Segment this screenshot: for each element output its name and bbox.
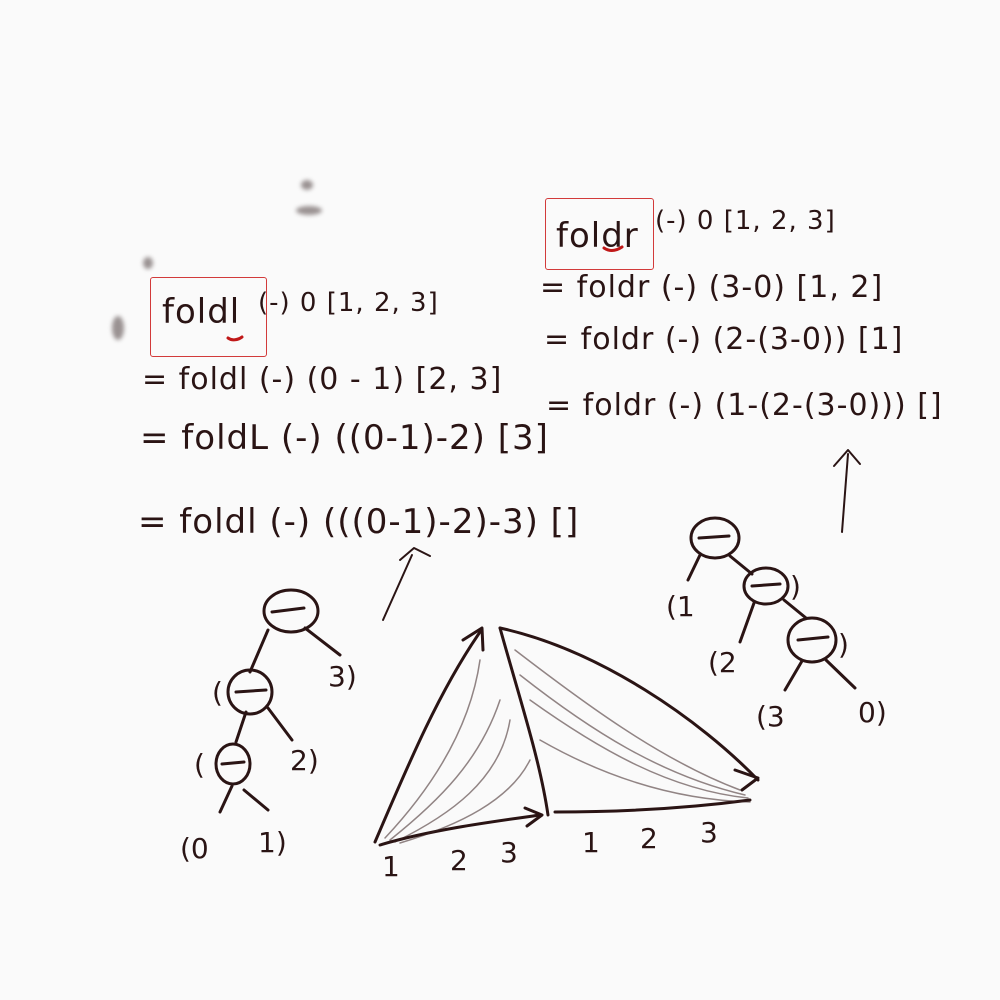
ink-smudge	[112, 316, 124, 340]
foldr-tree-leaf-minus	[796, 635, 830, 642]
foldl-arrow-shaft	[382, 554, 413, 621]
foldl-tree-edge	[218, 784, 234, 814]
foldr-tree-label-1: (1	[666, 590, 695, 623]
foldr-header-args: (-) 0 [1, 2, 3]	[655, 206, 836, 236]
sequence-right-2: 2	[640, 822, 658, 855]
foldl-tree-root-node	[262, 588, 320, 634]
sequence-left-3: 3	[500, 836, 518, 869]
foldr-tree-edge	[824, 658, 857, 690]
foldr-tree-edge	[783, 659, 804, 692]
foldl-tree-mid-minus	[234, 688, 268, 694]
foldl-tree-leaf-node	[214, 742, 252, 786]
foldl-tree-edge	[248, 628, 270, 674]
foldr-arrow-shaft	[841, 453, 849, 533]
fold-divider	[498, 626, 550, 817]
left-fold-arrow-line	[373, 630, 482, 844]
foldr-tree-label-0: 0)	[858, 696, 887, 729]
foldr-tree-mid-minus	[750, 582, 782, 588]
foldr-step-3: = foldr (-) (1-(2-(3-0))) []	[546, 388, 943, 423]
foldl-tree-label-2: 2)	[290, 744, 319, 777]
foldl-tree	[214, 547, 431, 814]
foldl-keyword: foldl	[162, 292, 241, 332]
foldl-tree-label-3: 3)	[328, 660, 357, 693]
foldr-step-2: = foldr (-) (2-(3-0)) [1]	[544, 322, 904, 357]
foldr-tree-close-paren: )	[790, 570, 801, 603]
foldr-tree-edge	[686, 553, 702, 582]
right-fold-arrow-head	[733, 768, 760, 792]
foldl-tree-label-0: (0	[180, 832, 209, 865]
foldl-tree-edge	[234, 710, 248, 744]
foldl-keyword-highlight	[150, 277, 267, 357]
foldl-tree-label-open-paren: (	[212, 676, 223, 709]
foldr-tree-edge	[782, 598, 808, 620]
sequence-left-1: 1	[382, 850, 400, 883]
foldl-tree-label-open-paren: (	[194, 748, 205, 781]
ink-smudge	[296, 206, 322, 215]
foldr-tree	[686, 449, 861, 692]
foldr-tree-leaf-node	[786, 616, 838, 664]
foldl-tree-leaf-minus	[220, 760, 246, 766]
ink-smudge	[143, 257, 153, 269]
left-fold-base-arrow	[523, 806, 544, 828]
foldl-step-3: = foldl (-) (((0-1)-2)-3) []	[138, 502, 580, 542]
foldl-tree-mid-node	[226, 668, 274, 716]
foldl-arrow-head	[399, 547, 431, 561]
sequence-right-1: 1	[582, 826, 600, 859]
foldr-arrow-head	[833, 449, 861, 467]
foldl-step-2: = foldL (-) ((0-1)-2) [3]	[140, 418, 549, 458]
foldl-tree-edge	[303, 626, 342, 657]
sequence-left-2: 2	[450, 844, 468, 877]
foldr-tree-mid-node	[742, 566, 790, 606]
right-fold-edge	[498, 626, 760, 782]
foldr-tree-root-node	[689, 516, 741, 560]
foldr-tree-root-minus	[697, 534, 731, 540]
foldl-tree-label-1: 1)	[258, 826, 287, 859]
foldr-tree-label-2: (2	[708, 646, 737, 679]
foldl-header-args: (-) 0 [1, 2, 3]	[258, 288, 439, 318]
fold-direction-sketch	[373, 626, 760, 847]
foldl-tree-edge	[266, 706, 294, 742]
foldr-tree-edge	[738, 601, 756, 644]
foldr-tree-label-3: (3	[756, 700, 785, 733]
foldl-keyword-underline	[226, 335, 244, 342]
ink-smudge	[301, 180, 313, 190]
foldl-tree-root-minus	[270, 606, 306, 614]
foldr-tree-close-paren: )	[838, 628, 849, 661]
foldr-keyword-underline	[602, 245, 624, 252]
foldl-step-1: = foldl (-) (0 - 1) [2, 3]	[142, 362, 503, 397]
foldr-keyword-highlight	[545, 198, 654, 270]
sequence-right-3: 3	[700, 816, 718, 849]
right-fold-base	[553, 798, 752, 814]
foldr-step-1: = foldr (-) (3-0) [1, 2]	[540, 270, 884, 305]
foldr-tree-edge	[728, 554, 754, 576]
foldr-keyword: foldr	[556, 216, 639, 256]
foldl-tree-edge	[242, 788, 270, 812]
left-fold-arrow-head	[461, 626, 485, 652]
